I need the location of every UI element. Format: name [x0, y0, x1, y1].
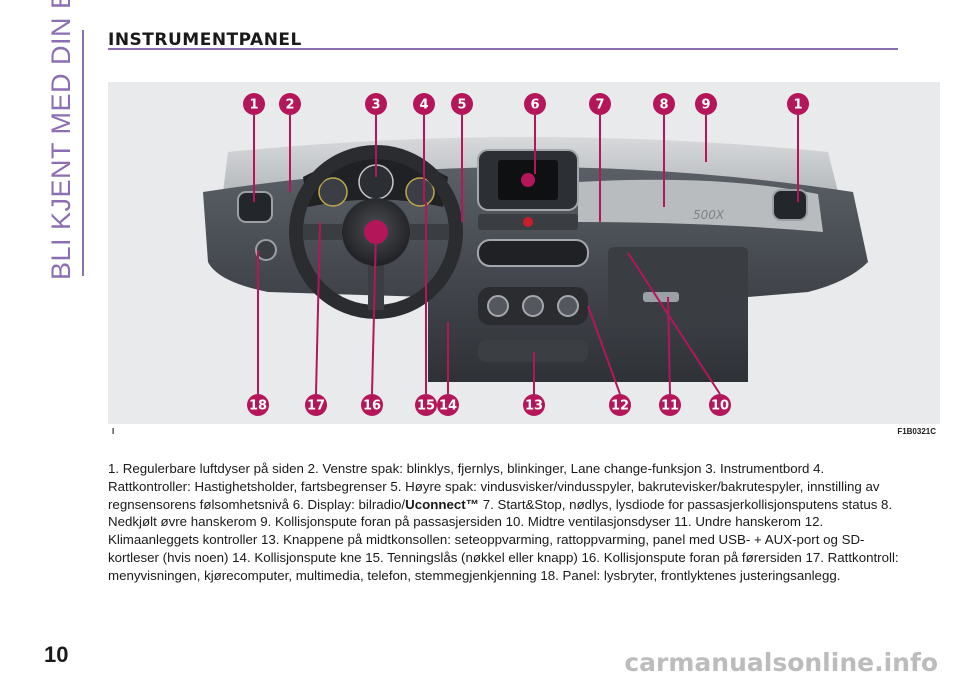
- display-logo: [521, 173, 535, 187]
- callout-leaders: [253, 115, 799, 395]
- page-number: 10: [44, 642, 69, 667]
- callout-top-2: 2: [285, 98, 294, 113]
- light-switch: [255, 239, 277, 261]
- callout-bottom-1-badge: [247, 394, 269, 416]
- callout-top-10-badge: [787, 93, 809, 115]
- callout-top-2-badge: [279, 93, 301, 115]
- leader-bottom-9: [627, 252, 721, 395]
- callout-top-8: 8: [659, 98, 668, 113]
- callout-bottom-8-badge: [659, 394, 681, 416]
- heading-divider: [108, 48, 898, 50]
- glovebox-handle: [643, 292, 679, 302]
- callout-bottom-4: 15: [417, 399, 435, 414]
- legend-paragraph: 1. Regulerbare luftdyser på siden 2. Ven…: [108, 460, 908, 585]
- figure-caption-row: l F1B0321C: [108, 425, 940, 439]
- callout-top-3: 3: [371, 98, 380, 113]
- leader-bottom-3: [371, 231, 377, 395]
- callout-bottom-7-badge: [609, 394, 631, 416]
- callout-top-9-badge: [695, 93, 717, 115]
- lower-glovebox: [608, 247, 748, 327]
- climate-knob-right: [557, 295, 579, 317]
- figure-left-code: l: [112, 427, 115, 436]
- right-vent: [772, 189, 808, 221]
- model-badge: 500X: [693, 208, 725, 222]
- callout-top-1-badge: [243, 93, 265, 115]
- callout-bottom-9-badge: [709, 394, 731, 416]
- left-gauge: [318, 177, 348, 207]
- console-buttons: [478, 340, 588, 362]
- legend-part-2: 7. Start&Stop, nødlys, lysdiode for pass…: [108, 496, 899, 583]
- callout-bottom-6-badge: [523, 394, 545, 416]
- climate-knob-center: [522, 295, 544, 317]
- steering-spokes: [303, 224, 449, 310]
- side-divider: [82, 30, 84, 276]
- callout-top-6: 6: [530, 98, 539, 113]
- callout-top-4-badge: [413, 93, 435, 115]
- legend-bold-uconnect: Uconnect™: [405, 496, 479, 512]
- callout-top-1: 1: [249, 98, 258, 113]
- callout-bottom-3-badge: [361, 394, 383, 416]
- callout-top-6-badge: [524, 93, 546, 115]
- hazard-button: [523, 217, 533, 227]
- center-vent: [477, 239, 589, 267]
- callout-top-3-badge: [365, 93, 387, 115]
- callout-top-7: 7: [595, 98, 604, 113]
- callout-bottom-9: 10: [711, 399, 729, 414]
- leader-bottom-2: [315, 221, 321, 395]
- figure-code: F1B0321C: [897, 427, 936, 436]
- climate-knob-left: [487, 295, 509, 317]
- callout-bottom-8: 11: [661, 399, 679, 414]
- callout-bottom-6: 13: [525, 399, 543, 414]
- callout-top-9: 9: [701, 98, 710, 113]
- leader-bottom-7: [587, 305, 621, 395]
- callout-bottom-5: 14: [439, 399, 457, 414]
- callout-top-5: 5: [457, 98, 466, 113]
- page-heading: INSTRUMENTPANEL: [108, 30, 302, 50]
- callout-bottom-2-badge: [305, 394, 327, 416]
- callout-top-5-badge: [451, 93, 473, 115]
- callout-bottom-4-badge: [415, 394, 437, 416]
- passenger-trim: [578, 179, 823, 232]
- callout-bottom-5-badge: [437, 394, 459, 416]
- legend-part-1: 1. Regulerbare luftdyser på siden 2. Ven…: [108, 461, 880, 512]
- callout-top-4: 4: [419, 98, 428, 113]
- callout-top-7-badge: [589, 93, 611, 115]
- right-gauge: [405, 177, 435, 207]
- callout-bottom-2: 17: [307, 399, 325, 414]
- section-side-title: BLI KJENT MED DIN BIL: [46, 0, 76, 280]
- callout-top-8-badge: [653, 93, 675, 115]
- legend-text: 1. Regulerbare luftdyser på siden 2. Ven…: [108, 460, 908, 585]
- callout-top-10: 1: [793, 98, 802, 113]
- callout-bottom-7: 12: [611, 399, 629, 414]
- callout-bottom-3: 16: [363, 399, 381, 414]
- callout-bottom-1: 18: [249, 399, 267, 414]
- watermark: carmanualsonline.info: [624, 648, 938, 677]
